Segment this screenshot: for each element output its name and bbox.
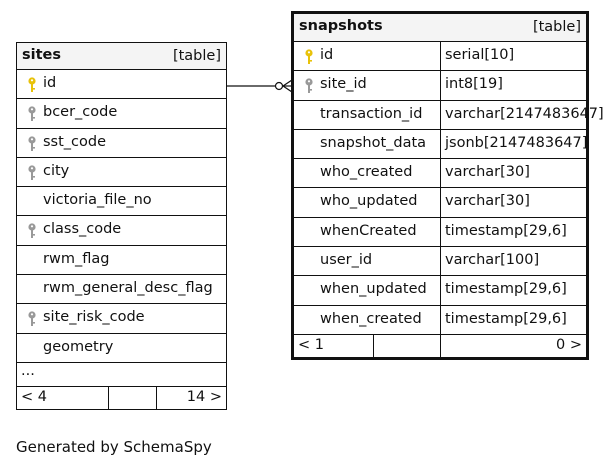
sites-footer-divider <box>156 386 157 409</box>
sites-footer: < 4 14 > <box>17 386 226 409</box>
snapshots-column-row[interactable]: when_created timestamp[29,6] <box>294 305 586 335</box>
snapshots-column-name: when_updated <box>320 281 427 298</box>
snapshots-column-row[interactable]: transaction_id varchar[2147483647] <box>294 100 604 130</box>
snapshots-column-name: snapshot_data <box>320 134 427 151</box>
sites-column-row[interactable]: bcer_code <box>17 99 226 129</box>
sites-column-row[interactable]: sst_code <box>17 129 226 158</box>
sites-column-row[interactable]: id <box>17 70 226 100</box>
sites-column-row[interactable]: rwm_flag <box>17 246 226 276</box>
snapshots-footer-divider <box>373 334 374 357</box>
snapshots-column-name: who_created <box>320 164 413 181</box>
sites-column-name: id <box>43 75 57 91</box>
snapshots-column-row[interactable]: site_id int8[19] <box>294 71 586 101</box>
column-divider <box>440 159 441 188</box>
snapshots-column-type: serial[10] <box>445 47 515 63</box>
snapshots-column-type: int8[19] <box>445 76 503 93</box>
snapshots-table[interactable]: snapshots [table] id serial[10] site_id int… <box>291 11 604 360</box>
sites-more-row: ... <box>17 363 226 387</box>
sites-column-name: city <box>43 162 70 179</box>
sites-column-row[interactable]: victoria_file_no <box>17 187 226 217</box>
snapshots-column-type: timestamp[29,6] <box>445 222 567 239</box>
generated-by-label: Generated by SchemaSpy <box>16 438 212 456</box>
sites-column-row[interactable]: rwm_general_desc_flag <box>17 275 226 305</box>
sites-column-name: bcer_code <box>43 104 118 121</box>
sites-column-name: victoria_file_no <box>43 192 152 209</box>
sites-column-name: class_code <box>43 221 122 238</box>
snapshots-column-row[interactable]: whenCreated timestamp[29,6] <box>294 217 586 248</box>
index-key-icon <box>304 78 314 94</box>
sites-column-row[interactable]: geometry <box>17 334 226 363</box>
snapshots-column-name: user_id <box>320 252 373 269</box>
snapshots-column-name: transaction_id <box>320 105 423 122</box>
column-divider <box>440 42 441 71</box>
snapshots-column-type: varchar[2147483647] <box>445 105 604 122</box>
snapshots-column-type: varchar[30] <box>445 164 530 181</box>
snapshots-column-type: varchar[100] <box>445 252 540 269</box>
index-key-icon <box>27 311 37 327</box>
crowfoot-top <box>282 79 293 87</box>
snapshots-column-name: site_id <box>320 76 367 93</box>
snapshots-column-type: timestamp[29,6] <box>445 310 567 327</box>
column-divider <box>440 276 441 305</box>
index-key-icon <box>27 165 37 181</box>
sites-column-name: rwm_general_desc_flag <box>43 280 213 297</box>
column-divider <box>440 100 441 129</box>
snapshots-column-type: jsonb[2147483647] <box>445 134 588 151</box>
zero-cardinality-circle <box>274 81 284 91</box>
column-divider <box>440 305 441 334</box>
snapshots-footer-left[interactable]: < 1 <box>298 336 324 353</box>
column-divider <box>440 129 441 159</box>
snapshots-column-type: timestamp[29,6] <box>445 281 567 298</box>
snapshots-column-row[interactable]: when_updated timestamp[29,6] <box>294 276 586 306</box>
column-divider <box>440 217 441 247</box>
snapshots-footer: < 1 0 > <box>294 334 586 357</box>
snapshots-table-name: snapshots <box>299 18 383 34</box>
sites-table-header: sites [table] <box>17 43 226 70</box>
snapshots-footer-divider <box>440 334 441 357</box>
column-divider <box>440 247 441 276</box>
sites-column-name: sst_code <box>43 133 107 150</box>
sites-ellipsis: ... <box>21 362 35 379</box>
snapshots-table-type: [table] <box>532 19 581 35</box>
snapshots-column-row[interactable]: snapshot_data jsonb[2147483647] <box>294 129 588 160</box>
sites-footer-divider <box>108 386 109 409</box>
primary-key-icon <box>304 49 314 65</box>
snapshots-table-header: snapshots [table] <box>294 14 586 42</box>
snapshots-column-row[interactable]: who_updated varchar[30] <box>294 188 586 218</box>
sites-column-row[interactable]: site_risk_code <box>17 304 226 334</box>
sites-column-row[interactable]: city <box>17 158 226 188</box>
sites-table-type: [table] <box>172 48 221 64</box>
snapshots-footer-right[interactable]: 0 > <box>556 336 582 353</box>
index-key-icon <box>27 223 37 239</box>
column-divider <box>440 71 441 100</box>
primary-key-icon <box>27 77 37 93</box>
sites-footer-right[interactable]: 14 > <box>186 388 222 405</box>
index-key-icon <box>27 106 37 122</box>
column-divider <box>440 188 441 217</box>
snapshots-column-name: id <box>320 47 334 63</box>
crowfoot-bottom <box>282 85 293 93</box>
sites-footer-left[interactable]: < 4 <box>21 388 47 405</box>
snapshots-column-row[interactable]: who_created varchar[30] <box>294 159 586 189</box>
snapshots-column-row[interactable]: user_id varchar[100] <box>294 247 586 277</box>
snapshots-column-row[interactable]: id serial[10] <box>294 42 586 72</box>
index-key-icon <box>27 135 37 152</box>
sites-column-name: rwm_flag <box>43 250 110 267</box>
sites-table-name: sites <box>22 47 61 63</box>
snapshots-column-name: whenCreated <box>320 222 417 239</box>
snapshots-column-name: who_updated <box>320 193 418 210</box>
sites-column-name: geometry <box>43 338 114 355</box>
snapshots-column-name: when_created <box>320 310 422 327</box>
snapshots-column-type: varchar[30] <box>445 193 530 210</box>
sites-column-row[interactable]: class_code <box>17 216 226 246</box>
sites-column-name: site_risk_code <box>43 309 145 326</box>
